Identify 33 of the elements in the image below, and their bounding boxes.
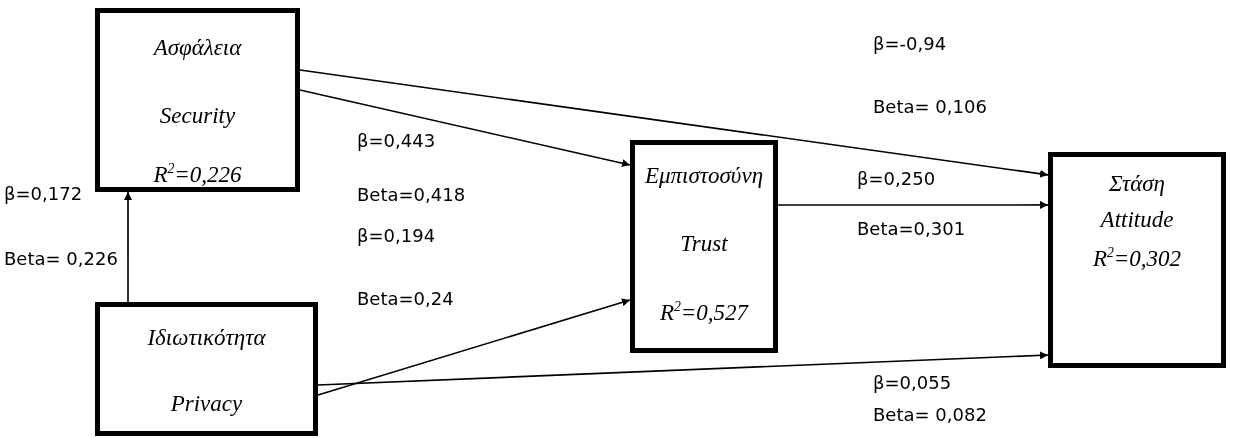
path-arrow [124, 191, 132, 303]
construct-name: Trust [680, 231, 728, 257]
construct-box [630, 140, 778, 353]
r-squared-value: R$^{2}$=0,302 [1092, 245, 1182, 272]
coefficient-label: Beta=0,418 [357, 184, 466, 205]
coefficient-label: β=0,172 [4, 183, 83, 204]
r-squared-value: R$^{2}$=0,527 [659, 299, 749, 326]
coefficient-label: β=-0,94 [873, 33, 947, 54]
construct-name: Security [159, 103, 236, 129]
construct-box [95, 302, 318, 436]
coefficient-label: β=0,443 [357, 130, 436, 151]
path-arrow [299, 69, 1049, 178]
construct-box [95, 8, 300, 192]
coefficient-label: β=0,194 [357, 225, 436, 246]
construct-name: Εμπιστοσύνη [644, 163, 764, 189]
path-arrow [317, 298, 631, 396]
path-arrow [317, 351, 1049, 386]
path-arrow [299, 89, 631, 168]
construct-box [1048, 152, 1226, 368]
r-squared-value: R$^{2}$=0,226 [153, 161, 242, 188]
construct-name: Privacy [170, 391, 243, 417]
coefficient-label: β=0,055 [873, 372, 952, 393]
coefficient-label: Beta=0,24 [357, 288, 454, 309]
construct-name: Attitude [1100, 207, 1174, 233]
construct-name: Ασφάλεια [153, 35, 242, 61]
coefficient-label: Beta=0,301 [857, 218, 966, 239]
coefficient-label: Beta= 0,226 [4, 248, 118, 269]
coefficient-label: β=0,250 [857, 168, 936, 189]
coefficient-label: Beta= 0,106 [873, 96, 987, 117]
construct-name: Ιδιωτικότητα [147, 325, 266, 351]
path-arrow [777, 200, 1049, 209]
construct-name: Στάση [1109, 171, 1165, 197]
coefficient-label: Beta= 0,082 [873, 404, 987, 425]
